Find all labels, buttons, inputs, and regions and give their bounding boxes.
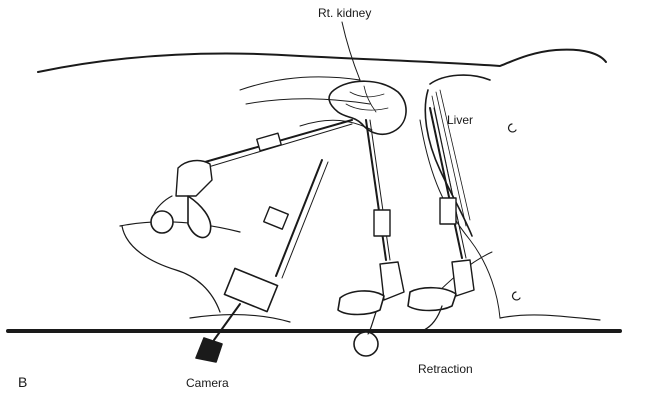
kidney-leader-line [342, 22, 360, 80]
liver-label: Liver [447, 113, 474, 127]
port-marker-upper [509, 124, 516, 132]
kidney-texture [346, 86, 388, 112]
grasper-instrument-left [151, 120, 352, 238]
patient-hip-contour [122, 226, 220, 312]
patient-back-line [120, 222, 600, 322]
panel-letter: B [18, 374, 28, 390]
port-marker-lower [513, 292, 520, 300]
retraction-grasper-middle [338, 120, 404, 356]
retraction-label: Retraction [418, 362, 473, 376]
kidney-label: Rt. kidney [318, 6, 372, 20]
retraction-grasper-right [408, 108, 474, 330]
liver-contour [425, 75, 490, 236]
patient-body-outline [38, 50, 606, 72]
right-kidney [329, 81, 406, 134]
abdominal-cavity-contour [240, 77, 372, 130]
camera-label: Camera [186, 376, 229, 390]
camera-laparoscope [196, 160, 328, 362]
